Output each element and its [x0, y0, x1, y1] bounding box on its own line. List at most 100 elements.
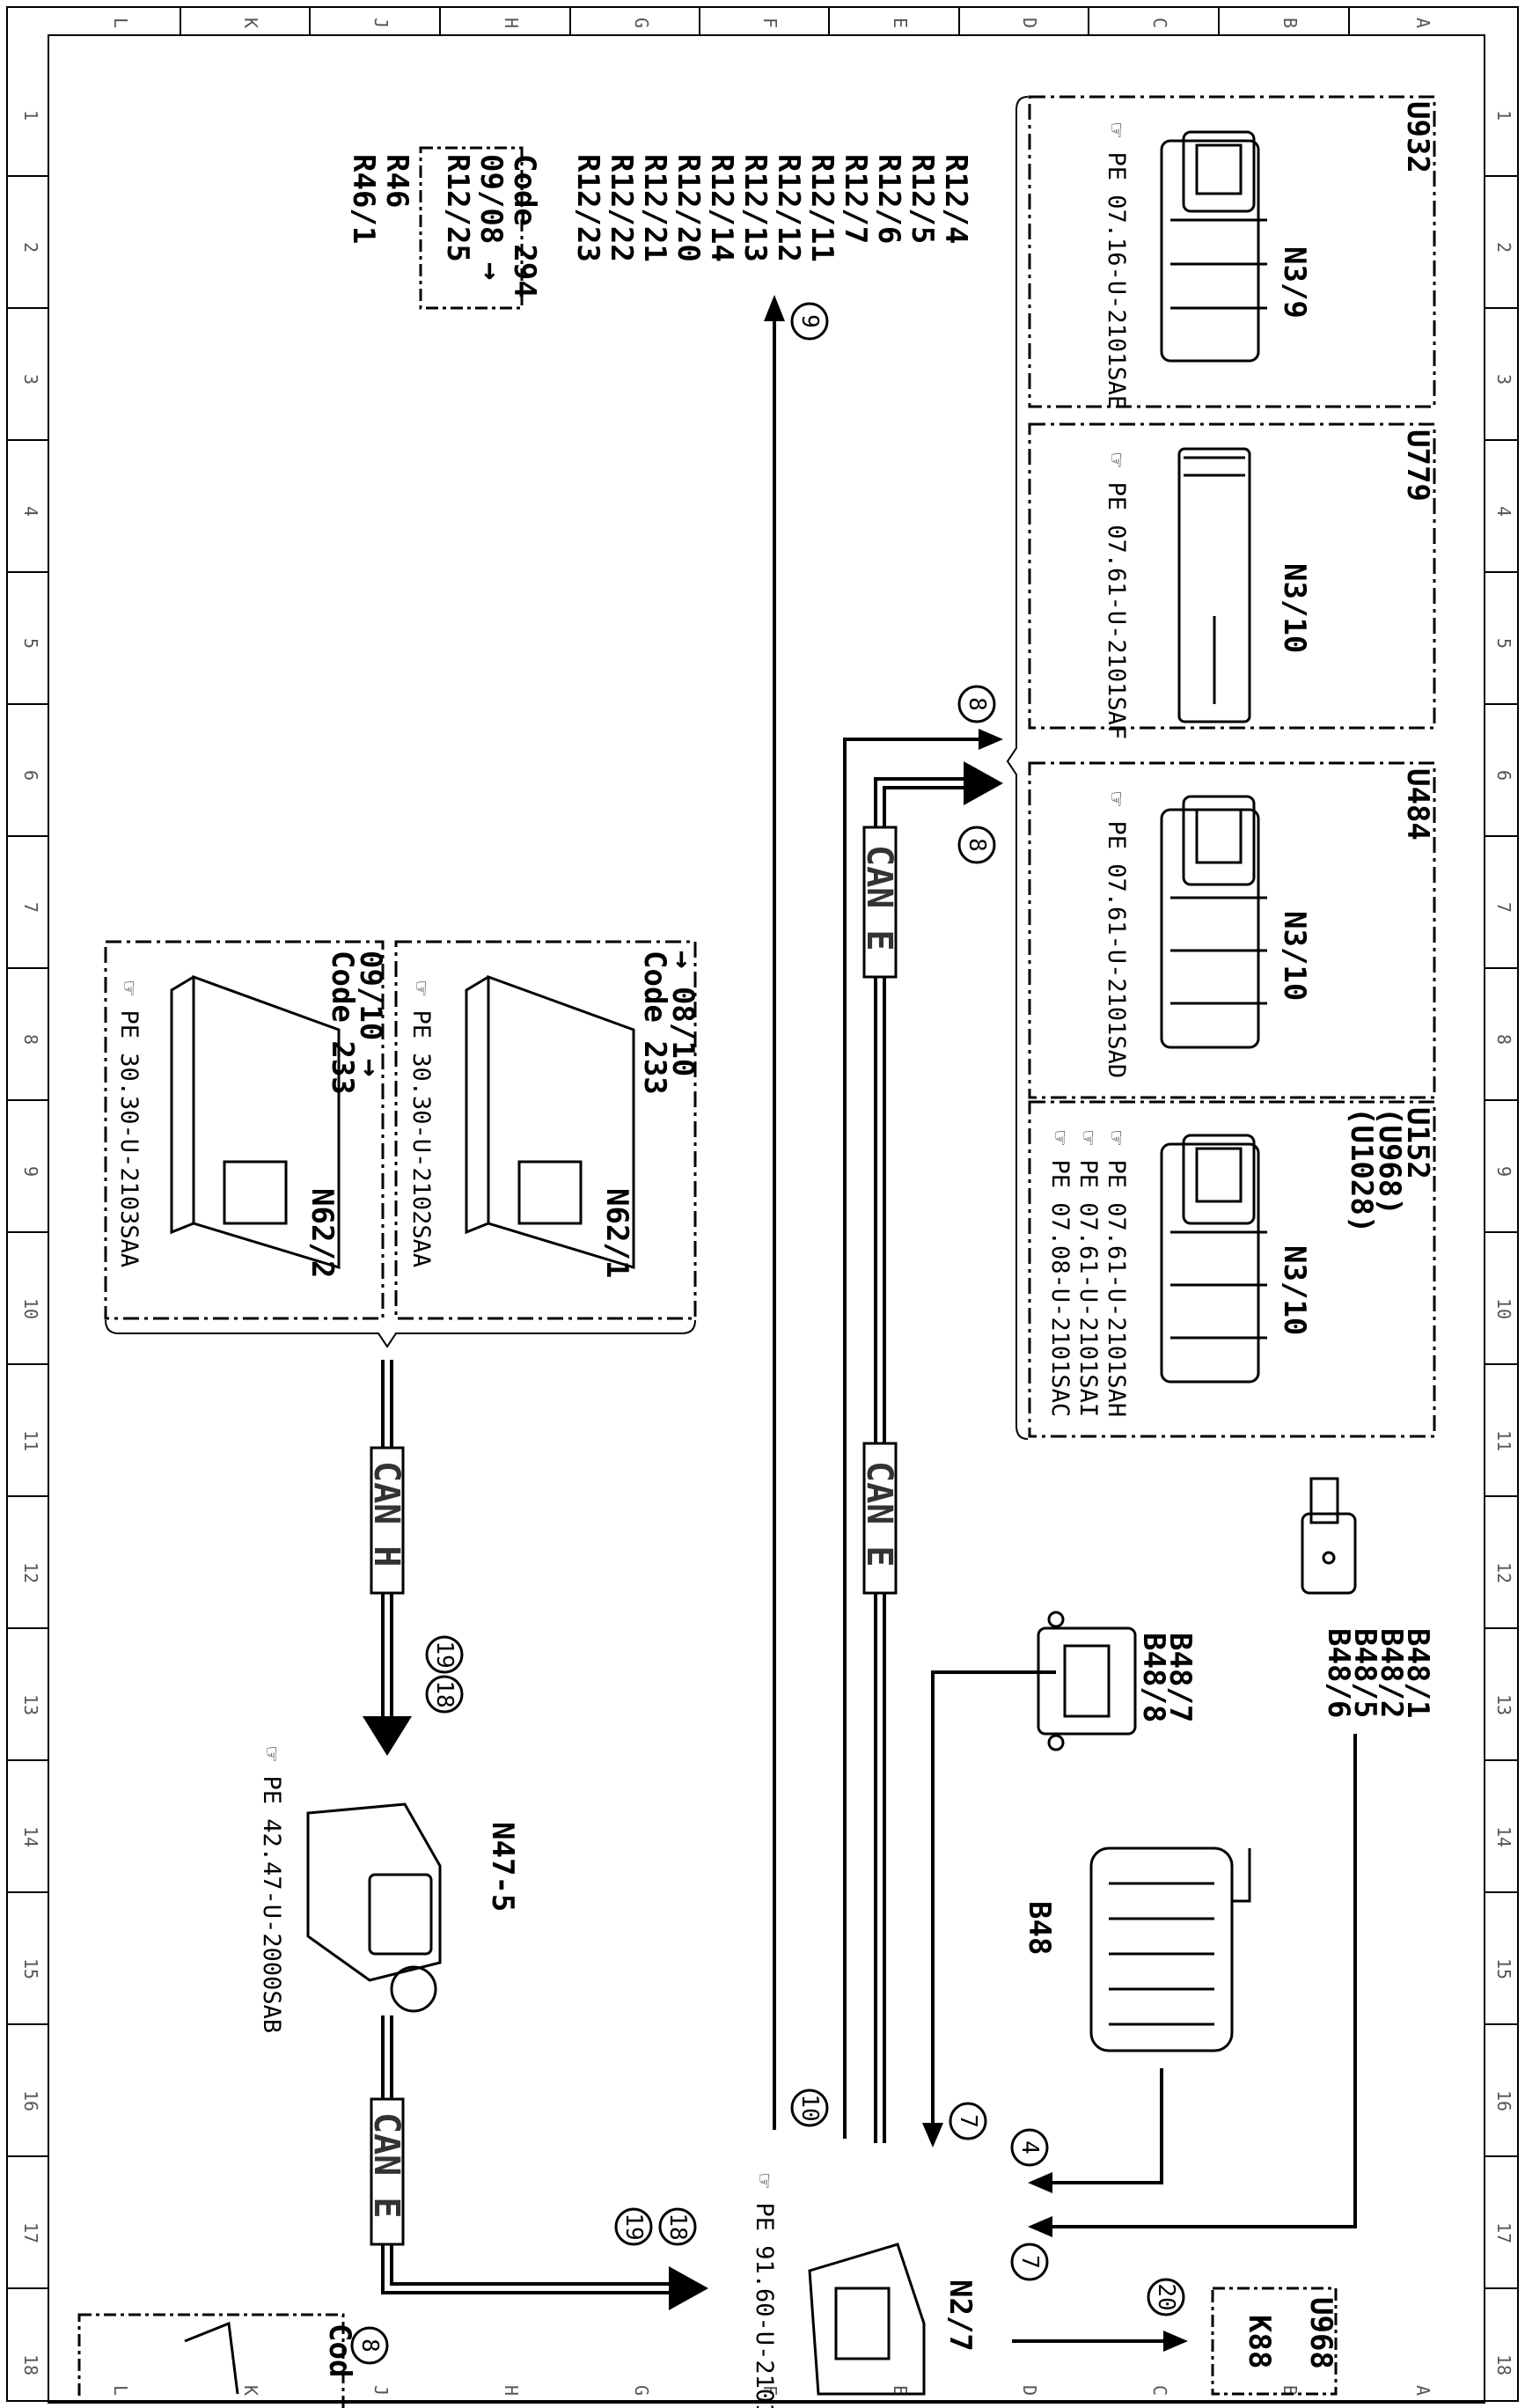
r-component-label: R12/11 — [804, 154, 839, 262]
grid-row-label: 18 — [20, 2354, 41, 2375]
r-component-label: R12/23 — [570, 154, 605, 262]
grid-column-label: L — [110, 18, 131, 28]
n47-5-drawing — [306, 1802, 442, 2013]
can-labels: CAN E CAN E CAN H CAN E — [366, 845, 899, 2218]
ecu-n3-10-u152-drawing — [1160, 1134, 1267, 1384]
circle-marker-19: 19 — [614, 2207, 653, 2246]
circle-marker-18: 18 — [425, 1675, 464, 1714]
grid-row-label: 14 — [1493, 1826, 1514, 1847]
circle-marker-9: 9 — [790, 302, 829, 341]
grid-column-label: K — [240, 2385, 261, 2396]
can-bus-label: CAN E — [366, 2112, 407, 2218]
circle-marker-8: 8 — [957, 826, 996, 864]
b48-sensor-label: B48/7 — [1162, 1633, 1198, 1722]
grid-row-label: 13 — [1493, 1694, 1514, 1715]
grid-row-label: 18 — [1493, 2354, 1514, 2375]
module-variant: U932 — [1400, 101, 1435, 173]
grid-row-label: 12 — [1493, 1562, 1514, 1583]
grid-column-label: E — [890, 18, 911, 28]
circle-marker-7: 7 — [949, 2102, 987, 2140]
circle-marker-7: 7 — [1010, 2243, 1049, 2281]
r-component-label: R12/4 — [938, 154, 973, 244]
svg-text:4: 4 — [1016, 2140, 1043, 2155]
module-ref: ☞ PE 07.16-U-2101SAE — [1103, 123, 1130, 409]
n62-1-drawing — [465, 974, 635, 1270]
can-bus-label: CAN E — [859, 1461, 899, 1567]
svg-text:18: 18 — [431, 1680, 458, 1707]
can-bus-label: CAN E — [859, 845, 899, 951]
grid-row-label: 16 — [1493, 2090, 1514, 2111]
r-component-label: R12/20 — [671, 154, 706, 262]
svg-text:8: 8 — [964, 838, 990, 852]
n2-7-ref: ☞ PE 91.60-U-2101 — [751, 2174, 778, 2408]
n62-date: → 08/10 — [665, 951, 700, 1076]
grid-row-label: 1 — [1493, 110, 1514, 121]
r-component-label: R12/5 — [905, 154, 940, 244]
r-code-text: Code 294 — [507, 154, 542, 298]
module-ref: ☞ PE 07.61-U-2101SAH — [1103, 1131, 1130, 1417]
k88-variant: U968 — [1303, 2297, 1338, 2369]
grid-row-label: 12 — [20, 1562, 41, 1583]
module-variant: U152 — [1400, 1107, 1435, 1179]
grid-row-label: 5 — [1493, 638, 1514, 649]
b48-7-sensor-drawing — [1037, 1611, 1137, 1751]
grid-row-label: 15 — [20, 1958, 41, 1979]
b48-sensor-label: B48/5 — [1347, 1628, 1382, 1718]
n62-2-drawing — [170, 974, 341, 1270]
k88-name: K88 — [1242, 2315, 1277, 2368]
module-bracket — [1006, 96, 1029, 1440]
n62-ref: ☞ PE 30.30-U-2102SAA — [407, 981, 435, 1267]
b48-sensor-label: B48/1 — [1400, 1628, 1435, 1718]
grid-row-label: 3 — [1493, 374, 1514, 385]
grid-column-label: A — [1412, 2385, 1433, 2396]
grid-column-label: K — [240, 18, 261, 28]
grid-row-label: 6 — [1493, 770, 1514, 781]
grid-row-label: 13 — [20, 1694, 41, 1715]
can-bus-label: CAN H — [366, 1461, 407, 1567]
r-component-label: R12/22 — [604, 154, 639, 262]
grid-column-label: C — [1149, 2385, 1170, 2396]
circle-marker-8: 8 — [350, 2326, 389, 2365]
module-variant: (U968) — [1372, 1107, 1407, 1215]
svg-text:19: 19 — [620, 2213, 647, 2240]
outer-frame — [6, 6, 1519, 2402]
n62-name: N62/1 — [599, 1188, 634, 1278]
grid-row-label: 2 — [20, 242, 41, 253]
grid-row-label: 4 — [1493, 506, 1514, 517]
k88-box — [1211, 2287, 1338, 2396]
b48-camera-drawing — [1089, 1846, 1251, 2052]
grid-row-label: 4 — [20, 506, 41, 517]
grid-row-label: 16 — [20, 2090, 41, 2111]
grid-column-label: D — [1019, 2385, 1040, 2396]
grid-row-label: 7 — [20, 902, 41, 913]
r-code-date: 09/08 → — [473, 154, 509, 280]
svg-text:10: 10 — [796, 2094, 823, 2121]
n62-name: N62/2 — [304, 1188, 340, 1278]
grid-row-label: 8 — [1493, 1034, 1514, 1045]
r-component-label: R12/13 — [737, 154, 773, 262]
grid-column-label: H — [501, 18, 522, 28]
n2-7-name: N2/7 — [942, 2280, 978, 2352]
grid-column-label: H — [501, 2385, 522, 2396]
ecu-n3-10-u779-drawing — [1177, 447, 1251, 723]
n62-ref: ☞ PE 30.30-U-2103SAA — [115, 981, 143, 1267]
grid-row-marks — [7, 175, 1518, 2289]
grid-row-label: 17 — [20, 2222, 41, 2243]
grid-row-label: 7 — [1493, 902, 1514, 913]
grid-column-label: B — [1279, 18, 1301, 28]
n62-code: Code 233 — [637, 951, 672, 1095]
circle-marker-4: 4 — [1010, 2128, 1049, 2167]
r-component-label: R12/14 — [704, 154, 739, 262]
grid-row-label: 10 — [20, 1298, 41, 1319]
circle-marker-18: 18 — [658, 2207, 697, 2246]
grid-row-label: 8 — [20, 1034, 41, 1045]
module-name: N3/10 — [1277, 1245, 1312, 1335]
svg-text:20: 20 — [1153, 2283, 1179, 2310]
n62-group — [104, 940, 697, 1320]
n62-code: Code 233 — [325, 951, 360, 1095]
